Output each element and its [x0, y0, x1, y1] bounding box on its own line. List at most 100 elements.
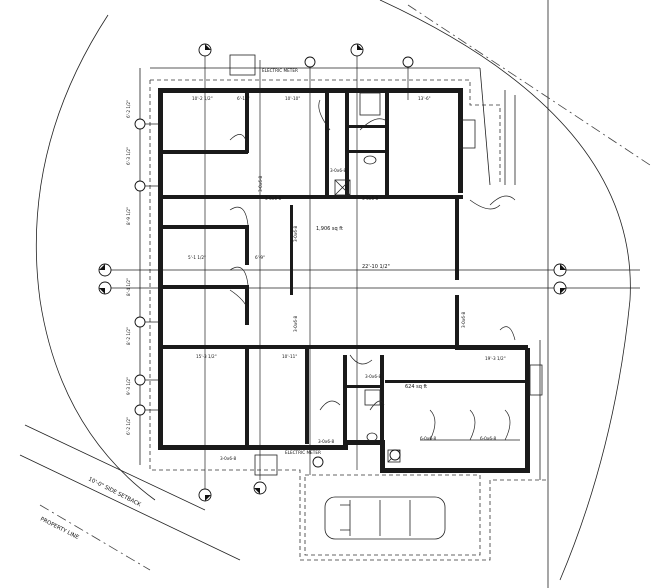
sink-1: [359, 92, 381, 116]
wall-bath-top: [345, 125, 385, 128]
wall-top-right: [385, 93, 389, 198]
toilet-1: [363, 155, 377, 165]
door-swing-6: [359, 118, 386, 131]
property-line: [39, 504, 151, 571]
window-right-2: [529, 364, 543, 396]
electric-meter-top: ELECTRIC METER: [262, 68, 298, 73]
dim-bottom-right-room: 19'-3 1/2": [485, 356, 506, 361]
grid-marker-left-1: [98, 263, 112, 277]
dim-left-3: 8'-9 1/2": [126, 207, 131, 225]
grid-marker-left-4: [134, 180, 146, 192]
grid-marker-left-6: [134, 374, 146, 386]
wall-room-l1-right: [245, 93, 249, 153]
door-swing-10: [499, 326, 516, 341]
dim-mid-right: 5'-1 1/2": [188, 255, 206, 260]
wall-right-lower: [525, 348, 530, 473]
door-tag: 3-0x6-8: [461, 312, 466, 328]
dim-top-small: 6'-11": [237, 96, 250, 101]
grid-marker-top-4: [402, 56, 414, 68]
wall-top-middle-2: [345, 93, 349, 198]
wall-room-l2: [163, 225, 248, 229]
wall-bath-bottom: [345, 150, 385, 153]
wall-room-l4-right: [245, 349, 249, 449]
dim-top-mid-room: 10'-10": [285, 96, 300, 101]
door-swing-11: [469, 199, 501, 210]
side-setback-label: 10'-0" SIDE SETBACK: [87, 476, 142, 508]
wall-bottom-mid-3: [380, 355, 384, 445]
wall-right-wing-top: [458, 345, 528, 350]
wall-lower-jog-h: [343, 440, 383, 445]
car-outline: [324, 496, 446, 540]
closet-doors: [429, 409, 511, 441]
dim-left-7: 6'-2 1/2": [126, 417, 131, 435]
site-enclosure-left: [149, 80, 548, 561]
wall-bottom-mid-2: [343, 355, 347, 445]
door-swing-8: [319, 400, 341, 411]
door-swing-3: [229, 266, 249, 286]
dim-main-width: 22'-10 1/2": [362, 264, 390, 270]
wall-partition-center: [290, 205, 293, 295]
hvac-unit: [334, 179, 351, 196]
site-arc-right: [379, 0, 631, 581]
door-tag: 3-0x6-8: [365, 374, 381, 379]
door-tag: 3-0x6-8: [265, 196, 281, 201]
dim-bottom-left-room: 15'-3 1/2": [196, 354, 217, 359]
window-right-1: [459, 119, 476, 149]
wall-bottom-left: [158, 445, 348, 450]
site-arc-left: [35, 14, 156, 501]
wall-room-l1: [163, 150, 248, 154]
grid-marker-right-2: [553, 281, 567, 295]
grid-marker-bottom-2: [253, 481, 267, 495]
dim-left-5: 8'-2 1/2": [126, 327, 131, 345]
dim-left-6: 9'-3 1/2": [126, 377, 131, 395]
grid-marker-right-1: [553, 263, 567, 277]
grid-marker-left-7: [134, 404, 146, 416]
dim-bottom-mid-room: 10'-11": [282, 354, 297, 359]
door-swing-9: [369, 400, 385, 411]
sink-2: [364, 389, 381, 406]
wall-room-l2-right: [245, 225, 249, 265]
door-swing-12: [489, 195, 516, 206]
grid-marker-top-1: [198, 43, 212, 57]
electric-meter-bottom: ELECTRIC METER: [285, 450, 321, 455]
door-swing-4: [229, 289, 249, 311]
door-tag: 3-0x6-8: [293, 226, 298, 242]
door-tag: 3-0x6-8: [318, 439, 334, 444]
wall-room-l3: [163, 285, 248, 289]
door-tag: 3-0x6-8: [362, 196, 378, 201]
grid-marker-left-2: [98, 281, 112, 295]
parking-stall: [304, 474, 481, 556]
door-swing-7: [349, 354, 373, 365]
wall-bottom-right: [380, 468, 530, 473]
wall-room-l3-right: [245, 285, 249, 325]
wall-corridor-bottom: [163, 345, 463, 349]
door-tag: 3-0x6-8: [258, 176, 263, 192]
meter-box-bottom: [254, 454, 278, 476]
door-swing-2: [229, 206, 249, 226]
grid-marker-left-5: [134, 316, 146, 328]
grid-marker-bottom-4: [389, 449, 401, 461]
door-swing-5: [318, 99, 331, 131]
door-tag: 6-0x6-8: [420, 436, 436, 441]
wall-top: [158, 88, 463, 93]
dim-mid-left: 6'-9": [255, 255, 265, 260]
door-tag: 3-0x6-8: [293, 316, 298, 332]
door-tag: 3-0x6-8: [220, 456, 236, 461]
wall-right-upper: [458, 88, 463, 193]
hvac-x2: [334, 179, 351, 196]
door-swing-1: [229, 134, 249, 151]
wall-bath2-top: [343, 385, 383, 388]
wall-corridor-right-2: [455, 295, 459, 350]
grid-marker-bottom-3: [312, 456, 324, 468]
dim-left-4: 8'-4 1/2": [126, 278, 131, 296]
toilet-2: [366, 432, 378, 442]
wall-top-middle: [325, 93, 329, 198]
wall-corridor-right-1: [455, 195, 459, 280]
setback-line-1: [19, 454, 241, 561]
setback-line-2: [24, 424, 206, 511]
site-line-top-right: [407, 4, 651, 166]
wall-bottom-mid: [305, 349, 309, 444]
meter-box: [229, 54, 256, 76]
dim-left-1: 6'-2 1/2": [126, 100, 131, 118]
